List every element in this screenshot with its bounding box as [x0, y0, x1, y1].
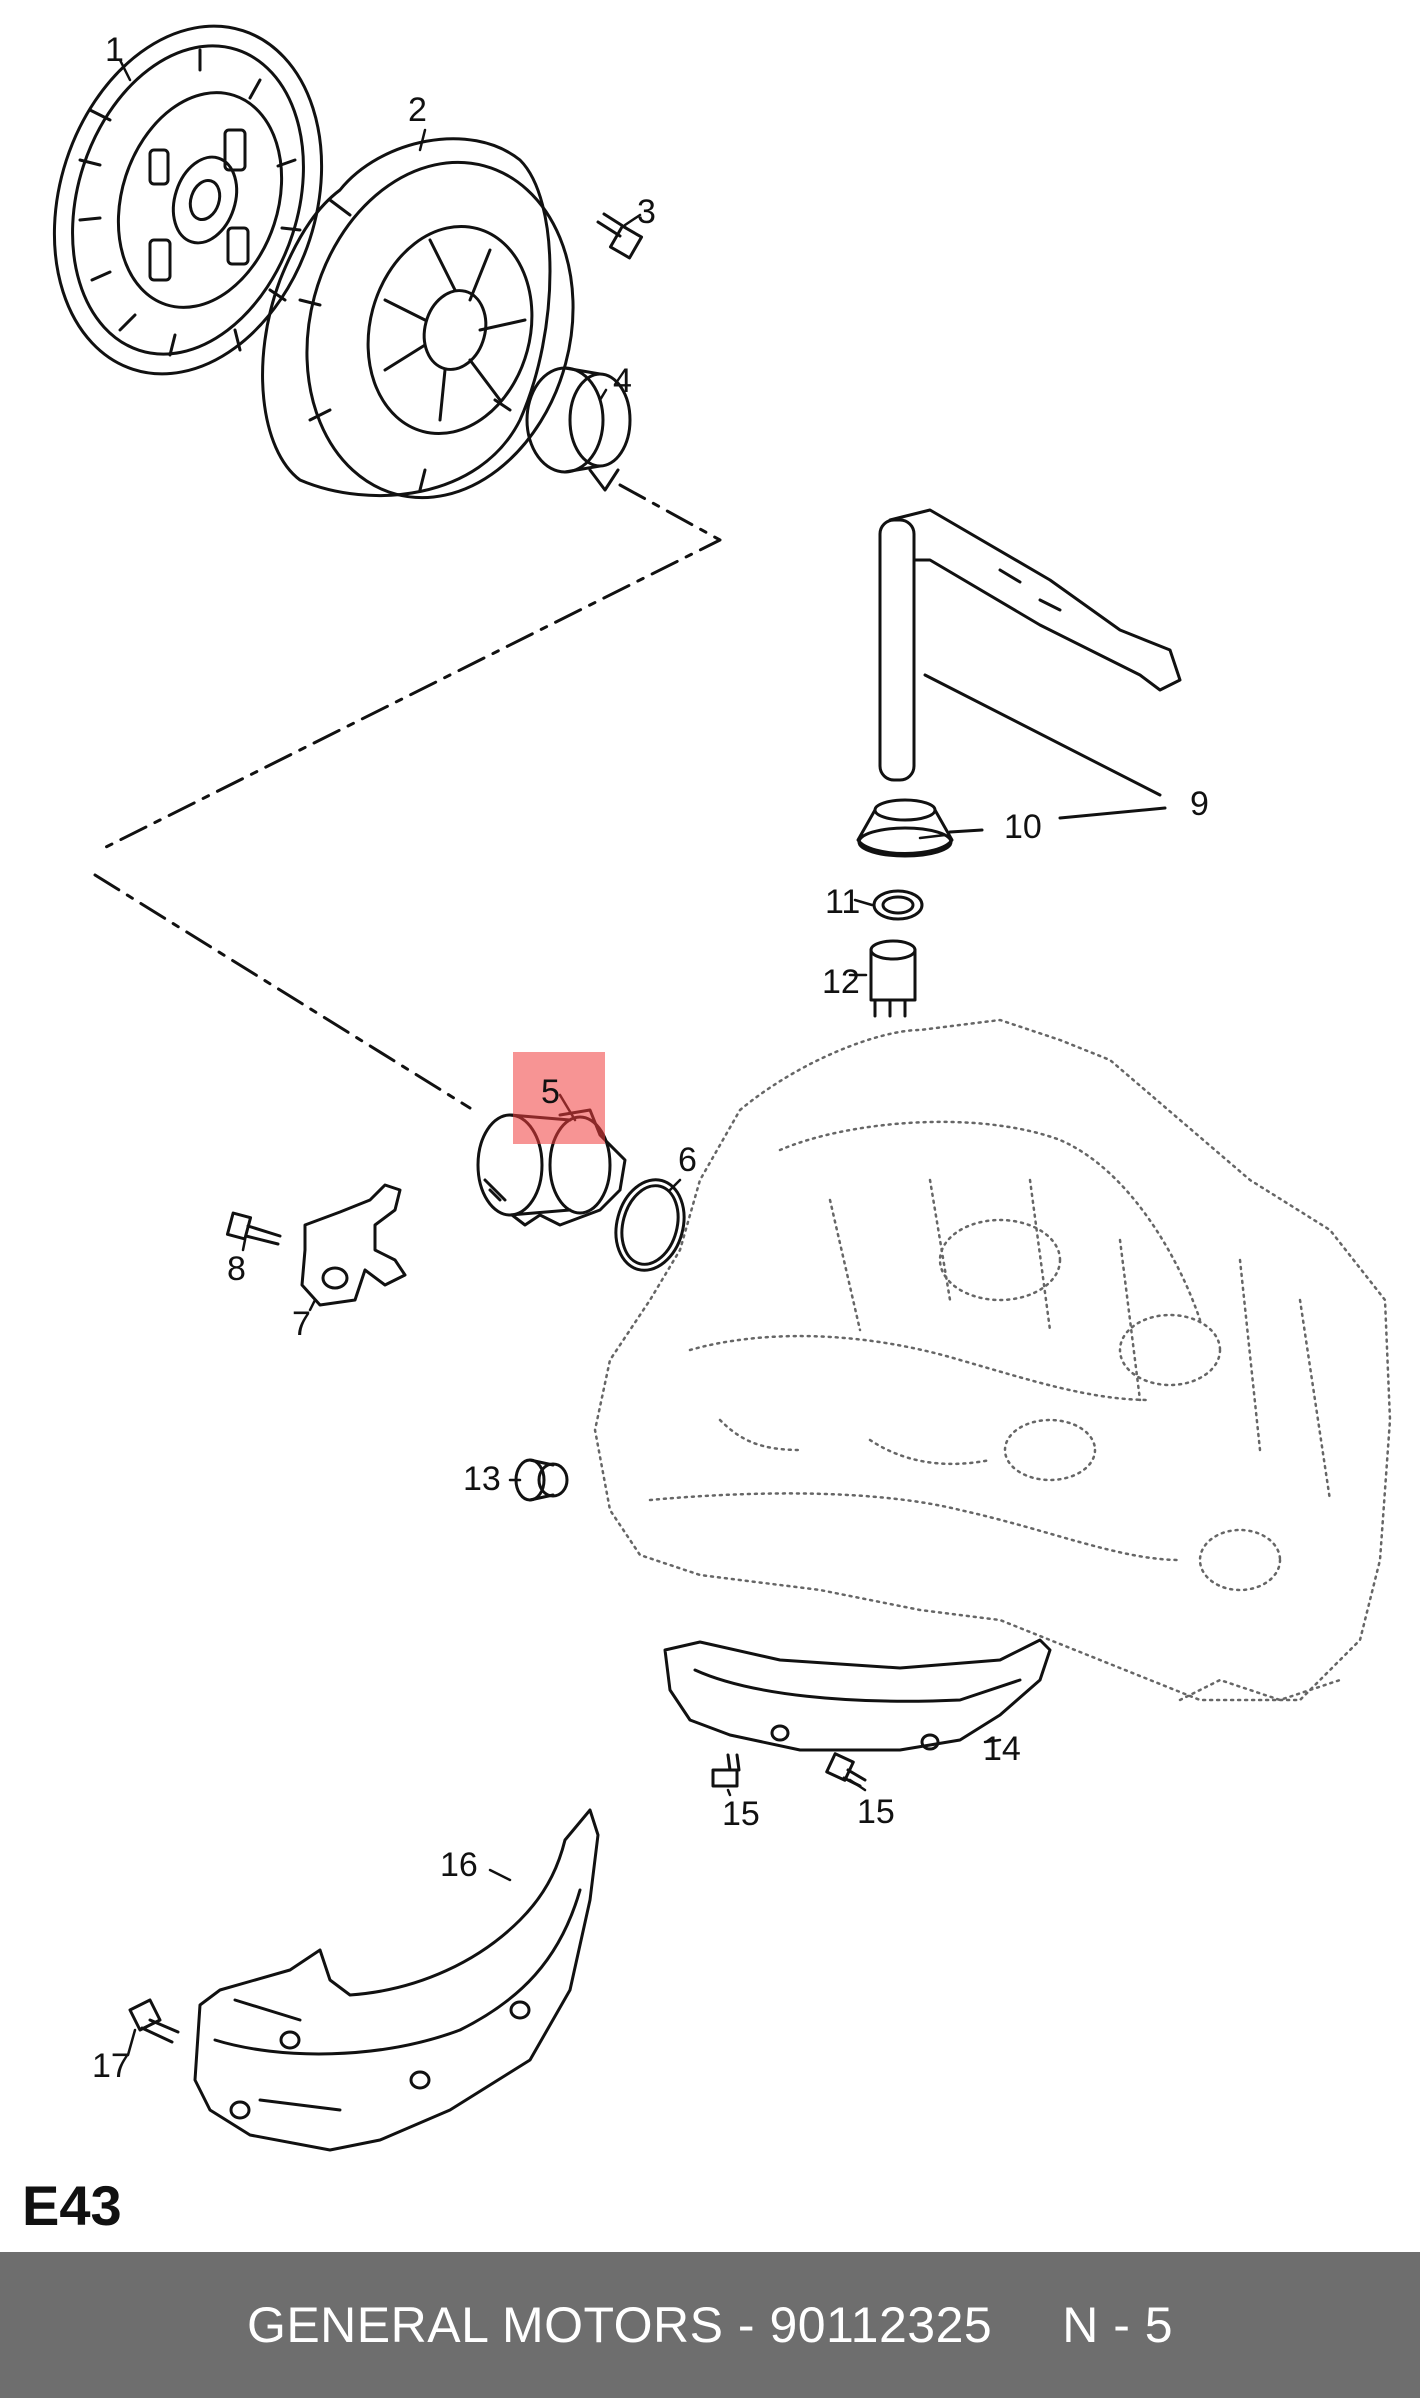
- bolt-part-17: [128, 1998, 180, 2044]
- callout-8: 8: [227, 1250, 246, 1288]
- transmission-housing: [593, 1018, 1392, 1702]
- callout-5: 5: [541, 1073, 560, 1111]
- footer-position: N - 5: [1062, 2297, 1174, 2353]
- shield-part-16: [193, 1808, 600, 2152]
- bolt-part-15-right: [825, 1752, 867, 1788]
- release-fork-part-7: [300, 1183, 407, 1307]
- bolt-part-15-left: [711, 1753, 741, 1788]
- pressure-plate-part-2: [261, 137, 575, 500]
- callout-2: 2: [408, 91, 427, 129]
- assembly-line-upper: [98, 483, 722, 852]
- highlighted-part-marker: [513, 1052, 605, 1144]
- assembly-line-lower: [93, 873, 472, 1110]
- callout-11: 11: [825, 883, 861, 921]
- release-shaft-part-9: [878, 508, 1182, 797]
- callout-15-left: 15: [722, 1795, 760, 1833]
- callout-14: 14: [983, 1730, 1021, 1768]
- callout-9: 9: [1190, 785, 1209, 823]
- dowel-part-13: [514, 1458, 569, 1502]
- callout-7: 7: [292, 1305, 311, 1343]
- o-ring-part-6-inner: [620, 1184, 680, 1266]
- release-bearing-part-4: [525, 366, 632, 492]
- bushing-part-12: [869, 939, 917, 1018]
- callout-3: 3: [637, 193, 656, 231]
- callout-12: 12: [822, 963, 860, 1001]
- clutch-disc-part-1: [52, 24, 324, 376]
- footer-brand: GENERAL MOTORS: [246, 2297, 724, 2353]
- boot-part-10: [856, 798, 1167, 858]
- callout-17: 17: [92, 2047, 130, 2085]
- callout-4: 4: [613, 362, 632, 400]
- diagram-drawing: [52, 24, 1392, 2152]
- bolt-part-8: [225, 1211, 282, 1246]
- exploded-parts-diagram: 1 2 3 4 5 6 7 8 9 10 11 12 13 14 15 15 1…: [22, 24, 1392, 2237]
- callout-10: 10: [1004, 808, 1042, 846]
- footer-bar: GENERAL MOTORS - 90112325 N - 5: [0, 2252, 1420, 2398]
- ring-part-11: [872, 889, 924, 921]
- callout-15-right: 15: [857, 1793, 895, 1831]
- callout-6: 6: [678, 1141, 697, 1179]
- o-ring-part-6: [614, 1178, 686, 1272]
- cover-plate-part-14: [663, 1638, 1052, 1752]
- callout-13: 13: [463, 1460, 501, 1498]
- footer-part-number: 90112325: [769, 2297, 993, 2353]
- callout-16: 16: [440, 1846, 478, 1884]
- diagram-code-label: E43: [22, 2174, 122, 2237]
- bolt-part-3: [596, 212, 644, 260]
- callout-1: 1: [105, 31, 124, 69]
- footer-separator: -: [737, 2297, 756, 2353]
